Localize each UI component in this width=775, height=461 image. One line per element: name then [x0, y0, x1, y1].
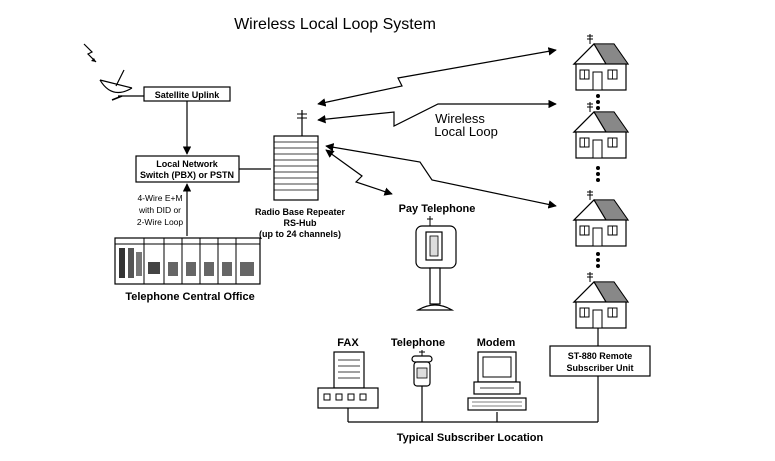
computer-icon [467, 351, 527, 411]
central-office-label: Telephone Central Office [125, 291, 254, 303]
house-icon [573, 189, 629, 247]
fax-icon [317, 351, 379, 409]
satellite-uplink-box: Satellite Uplink [143, 86, 231, 102]
wire-note-line1: 4-Wire E+M [137, 193, 182, 203]
switch-label-line2: Switch (PBX) or PSTN [140, 170, 234, 180]
subscriber-unit-box: ST-880 Remote Subscriber Unit [549, 345, 651, 377]
repeater-label-line3: (up to 24 channels) [259, 229, 341, 239]
subscriber-unit-line2: Subscriber Unit [566, 363, 633, 373]
ellipsis-dots [596, 94, 600, 268]
house-icon [573, 271, 629, 329]
wireless-link-house1 [317, 47, 557, 107]
central-office-icon [114, 237, 261, 285]
fax-label: FAX [337, 337, 359, 349]
house-icon [573, 33, 629, 91]
wll-label-line1: Wireless [435, 111, 485, 126]
wire-note-line3: 2-Wire Loop [137, 217, 184, 227]
wire-note-line2: with DID or [138, 205, 181, 215]
diagram-title: Wireless Local Loop System [234, 16, 436, 33]
local-network-switch-box: Local Network Switch (PBX) or PSTN [135, 155, 240, 183]
satellite-uplink-label: Satellite Uplink [155, 90, 221, 100]
telephone-label: Telephone [391, 337, 445, 349]
wireless-link-house2 [317, 99, 557, 127]
switch-label-line1: Local Network [156, 159, 219, 169]
modem-label: Modem [477, 337, 516, 349]
telephone-icon [411, 350, 433, 387]
radio-tower-icon [273, 110, 319, 201]
repeater-label-line2: RS-Hub [284, 218, 317, 228]
subscriber-location-label: Typical Subscriber Location [397, 432, 544, 444]
satellite-dish-icon [83, 43, 145, 101]
subscriber-unit-line1: ST-880 Remote [568, 351, 633, 361]
pay-telephone-label: Pay Telephone [399, 203, 476, 215]
pay-phone-icon [415, 216, 457, 311]
house-icon [573, 101, 629, 159]
repeater-label-line1: Radio Base Repeater [255, 207, 346, 217]
wireless-link-house3 [325, 143, 557, 209]
wll-label-line2: Local Loop [434, 124, 498, 139]
wireless-link-payphone [325, 149, 393, 196]
subscriber-wiring [347, 376, 599, 423]
